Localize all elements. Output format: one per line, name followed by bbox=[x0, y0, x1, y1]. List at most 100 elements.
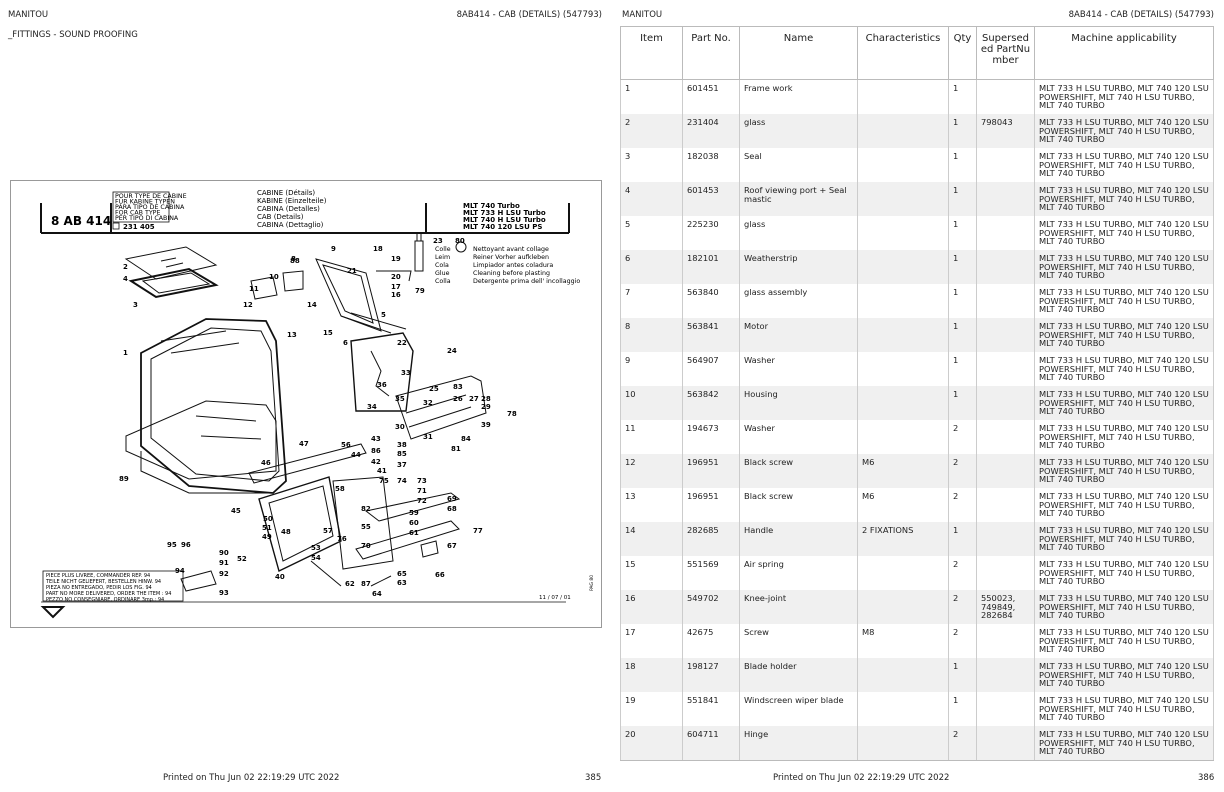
qty-cell: 1 bbox=[948, 148, 977, 182]
type-box-line: POUR TYPE DE CABINE bbox=[115, 193, 187, 200]
name-cell: Black screw bbox=[739, 488, 858, 522]
characteristics-cell bbox=[857, 79, 949, 114]
item-cell: 18 bbox=[620, 658, 683, 692]
callout-number: 42 bbox=[371, 458, 381, 466]
name-cell: glass bbox=[739, 216, 858, 250]
applicability-cell: MLT 733 H LSU TURBO, MLT 740 120 LSU POW… bbox=[1034, 79, 1214, 114]
callout-number: 96 bbox=[181, 541, 191, 549]
type-box-line: PER TIPO DI CABINA bbox=[115, 215, 179, 222]
applicability-cell: MLT 733 H LSU TURBO, MLT 740 120 LSU POW… bbox=[1034, 114, 1214, 148]
name-cell: Windscreen wiper blade bbox=[739, 692, 858, 726]
superseded-cell: 798043 bbox=[976, 114, 1035, 148]
callout-number: 77 bbox=[473, 527, 483, 535]
part-no-cell: 551841 bbox=[682, 692, 740, 726]
callout-number: 37 bbox=[397, 461, 407, 469]
superseded-cell bbox=[976, 318, 1035, 352]
characteristics-cell bbox=[857, 420, 949, 454]
callout-number: 32 bbox=[423, 399, 433, 407]
characteristics-cell: 2 FIXATIONS bbox=[857, 522, 949, 556]
callout-number: 20 bbox=[391, 273, 401, 281]
item-cell: 11 bbox=[620, 420, 683, 454]
section-title: _FITTINGS - SOUND PROOFING bbox=[8, 30, 138, 40]
callout-number: 6 bbox=[343, 339, 348, 347]
exploded-view-diagram: 8 AB 414 POUR TYPE DE CABINE FÜR KABINE … bbox=[10, 180, 602, 628]
callout-number: 14 bbox=[307, 301, 317, 309]
name-cell: Hinge bbox=[739, 726, 858, 761]
callout-number: 25 bbox=[429, 385, 439, 393]
applicability-cell: MLT 733 H LSU TURBO, MLT 740 120 LSU POW… bbox=[1034, 556, 1214, 590]
callout-number: 47 bbox=[299, 440, 309, 448]
applicability-cell: MLT 733 H LSU TURBO, MLT 740 120 LSU POW… bbox=[1034, 182, 1214, 216]
applicability-cell: MLT 733 H LSU TURBO, MLT 740 120 LSU POW… bbox=[1034, 488, 1214, 522]
part-no-cell: 601451 bbox=[682, 79, 740, 114]
callout-number: 35 bbox=[395, 395, 405, 403]
cleaning-line: Nettoyant avant collage bbox=[473, 246, 549, 253]
callout-number: 70 bbox=[361, 542, 371, 550]
callout-number: 1 bbox=[123, 349, 128, 357]
item-cell: 1 bbox=[620, 79, 683, 114]
characteristics-cell: M6 bbox=[857, 488, 949, 522]
item-cell: 15 bbox=[620, 556, 683, 590]
applicability-cell: MLT 733 H LSU TURBO, MLT 740 120 LSU POW… bbox=[1034, 420, 1214, 454]
callout-number: 28 bbox=[481, 395, 491, 403]
item-cell: 20 bbox=[620, 726, 683, 761]
callout-number: 30 bbox=[395, 423, 405, 431]
characteristics-cell bbox=[857, 318, 949, 352]
callout-number: 8 bbox=[291, 255, 296, 263]
callout-number: 50 bbox=[263, 515, 273, 523]
superseded-cell: 550023, 749849, 282684 bbox=[976, 590, 1035, 624]
characteristics-cell bbox=[857, 658, 949, 692]
characteristics-cell bbox=[857, 590, 949, 624]
callout-number: 67 bbox=[447, 542, 457, 550]
note-line: PEZZO NO CONSEGNIARE, ORDINARE 3mp.: 94 bbox=[46, 597, 164, 603]
part-no-cell: 182101 bbox=[682, 250, 740, 284]
name-cell: Motor bbox=[739, 318, 858, 352]
callout-number: 65 bbox=[397, 570, 407, 578]
callout-number: 95 bbox=[167, 541, 177, 549]
callout-number: 52 bbox=[237, 555, 247, 563]
callout-number: 39 bbox=[481, 421, 491, 429]
name-cell: Air spring bbox=[739, 556, 858, 590]
glue-word: Glue bbox=[435, 270, 450, 277]
drawing-title-line: CABINA (Detalles) bbox=[257, 205, 320, 213]
part-no-cell: 549702 bbox=[682, 590, 740, 624]
name-cell: Frame work bbox=[739, 79, 858, 114]
applicability-cell: MLT 733 H LSU TURBO, MLT 740 120 LSU POW… bbox=[1034, 284, 1214, 318]
callout-number: 89 bbox=[119, 475, 129, 483]
part-no-cell: 198127 bbox=[682, 658, 740, 692]
callout-number: 76 bbox=[337, 535, 347, 543]
callout-number: 61 bbox=[409, 529, 419, 537]
characteristics-cell bbox=[857, 556, 949, 590]
qty-cell: 2 bbox=[948, 420, 977, 454]
callout-number: 49 bbox=[262, 533, 272, 541]
column-header: Characteristics bbox=[857, 26, 949, 80]
applicability-cell: MLT 733 H LSU TURBO, MLT 740 120 LSU POW… bbox=[1034, 352, 1214, 386]
callout-number: 44 bbox=[351, 451, 361, 459]
callout-number: 73 bbox=[417, 477, 427, 485]
qty-cell: 1 bbox=[948, 352, 977, 386]
characteristics-cell: M6 bbox=[857, 454, 949, 488]
callout-number: 66 bbox=[435, 571, 445, 579]
part-no-cell: 563842 bbox=[682, 386, 740, 420]
part-no-cell: 194673 bbox=[682, 420, 740, 454]
name-cell: Washer bbox=[739, 352, 858, 386]
column-header: Part No. bbox=[682, 26, 740, 80]
callout-number: 10 bbox=[269, 273, 279, 281]
superseded-cell bbox=[976, 692, 1035, 726]
glue-word: Colle bbox=[435, 246, 451, 253]
callout-number: 51 bbox=[262, 524, 272, 532]
callout-number: 36 bbox=[377, 381, 387, 389]
cleaning-line: Limpiador antes coladura bbox=[473, 262, 553, 269]
column-header: Machine applicability bbox=[1034, 26, 1214, 80]
callout-number: 79 bbox=[415, 287, 425, 295]
callout-number: 72 bbox=[417, 497, 427, 505]
callout-number: 26 bbox=[453, 395, 463, 403]
